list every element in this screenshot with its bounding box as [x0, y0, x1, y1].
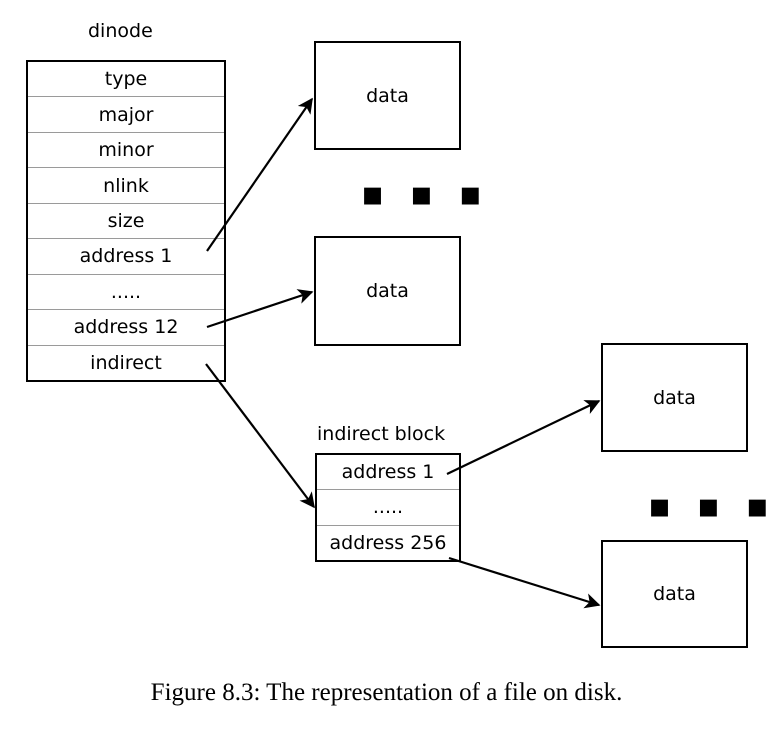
data-block-indirect-1: data — [601, 343, 748, 452]
dinode-label: dinode — [88, 20, 153, 42]
indirect-field-ellipsis: ..... — [317, 489, 459, 524]
dinode-table: type major minor nlink size address 1 ..… — [26, 60, 226, 382]
dinode-field-address-12: address 12 — [28, 309, 224, 344]
dinode-field-minor: minor — [28, 131, 224, 167]
dinode-field-address-1: address 1 — [28, 238, 224, 273]
data-block-direct-1: data — [314, 41, 461, 150]
dinode-field-indirect: indirect — [28, 344, 224, 380]
dinode-field-type: type — [104, 68, 148, 91]
indirect-field-address-256: address 256 — [317, 524, 459, 560]
dinode-field-ellipsis: ..... — [28, 273, 224, 309]
arrow-indirect-address256-to-data4 — [448, 556, 601, 609]
data-block-direct-2: data — [314, 236, 461, 346]
indirect-field-address-1: address 1 — [341, 461, 435, 484]
dinode-field-major: major — [28, 96, 224, 131]
dinode-field-size: size — [28, 202, 224, 238]
arrow-indirect-to-indirect-block — [205, 363, 315, 509]
dinode-field-nlink: nlink — [28, 167, 224, 202]
indirect-blocks-ellipsis: ▪ ▪ ▪ — [648, 486, 773, 526]
data-block-indirect-2: data — [601, 540, 748, 648]
direct-blocks-ellipsis: ▪ ▪ ▪ — [361, 174, 489, 214]
arrow-indirect-address1-to-data3 — [446, 400, 601, 475]
figure-caption: Figure 8.3: The representation of a file… — [150, 679, 623, 706]
indirect-block-table: address 1 ..... address 256 — [315, 453, 461, 562]
indirect-block-label: indirect block — [317, 423, 446, 445]
